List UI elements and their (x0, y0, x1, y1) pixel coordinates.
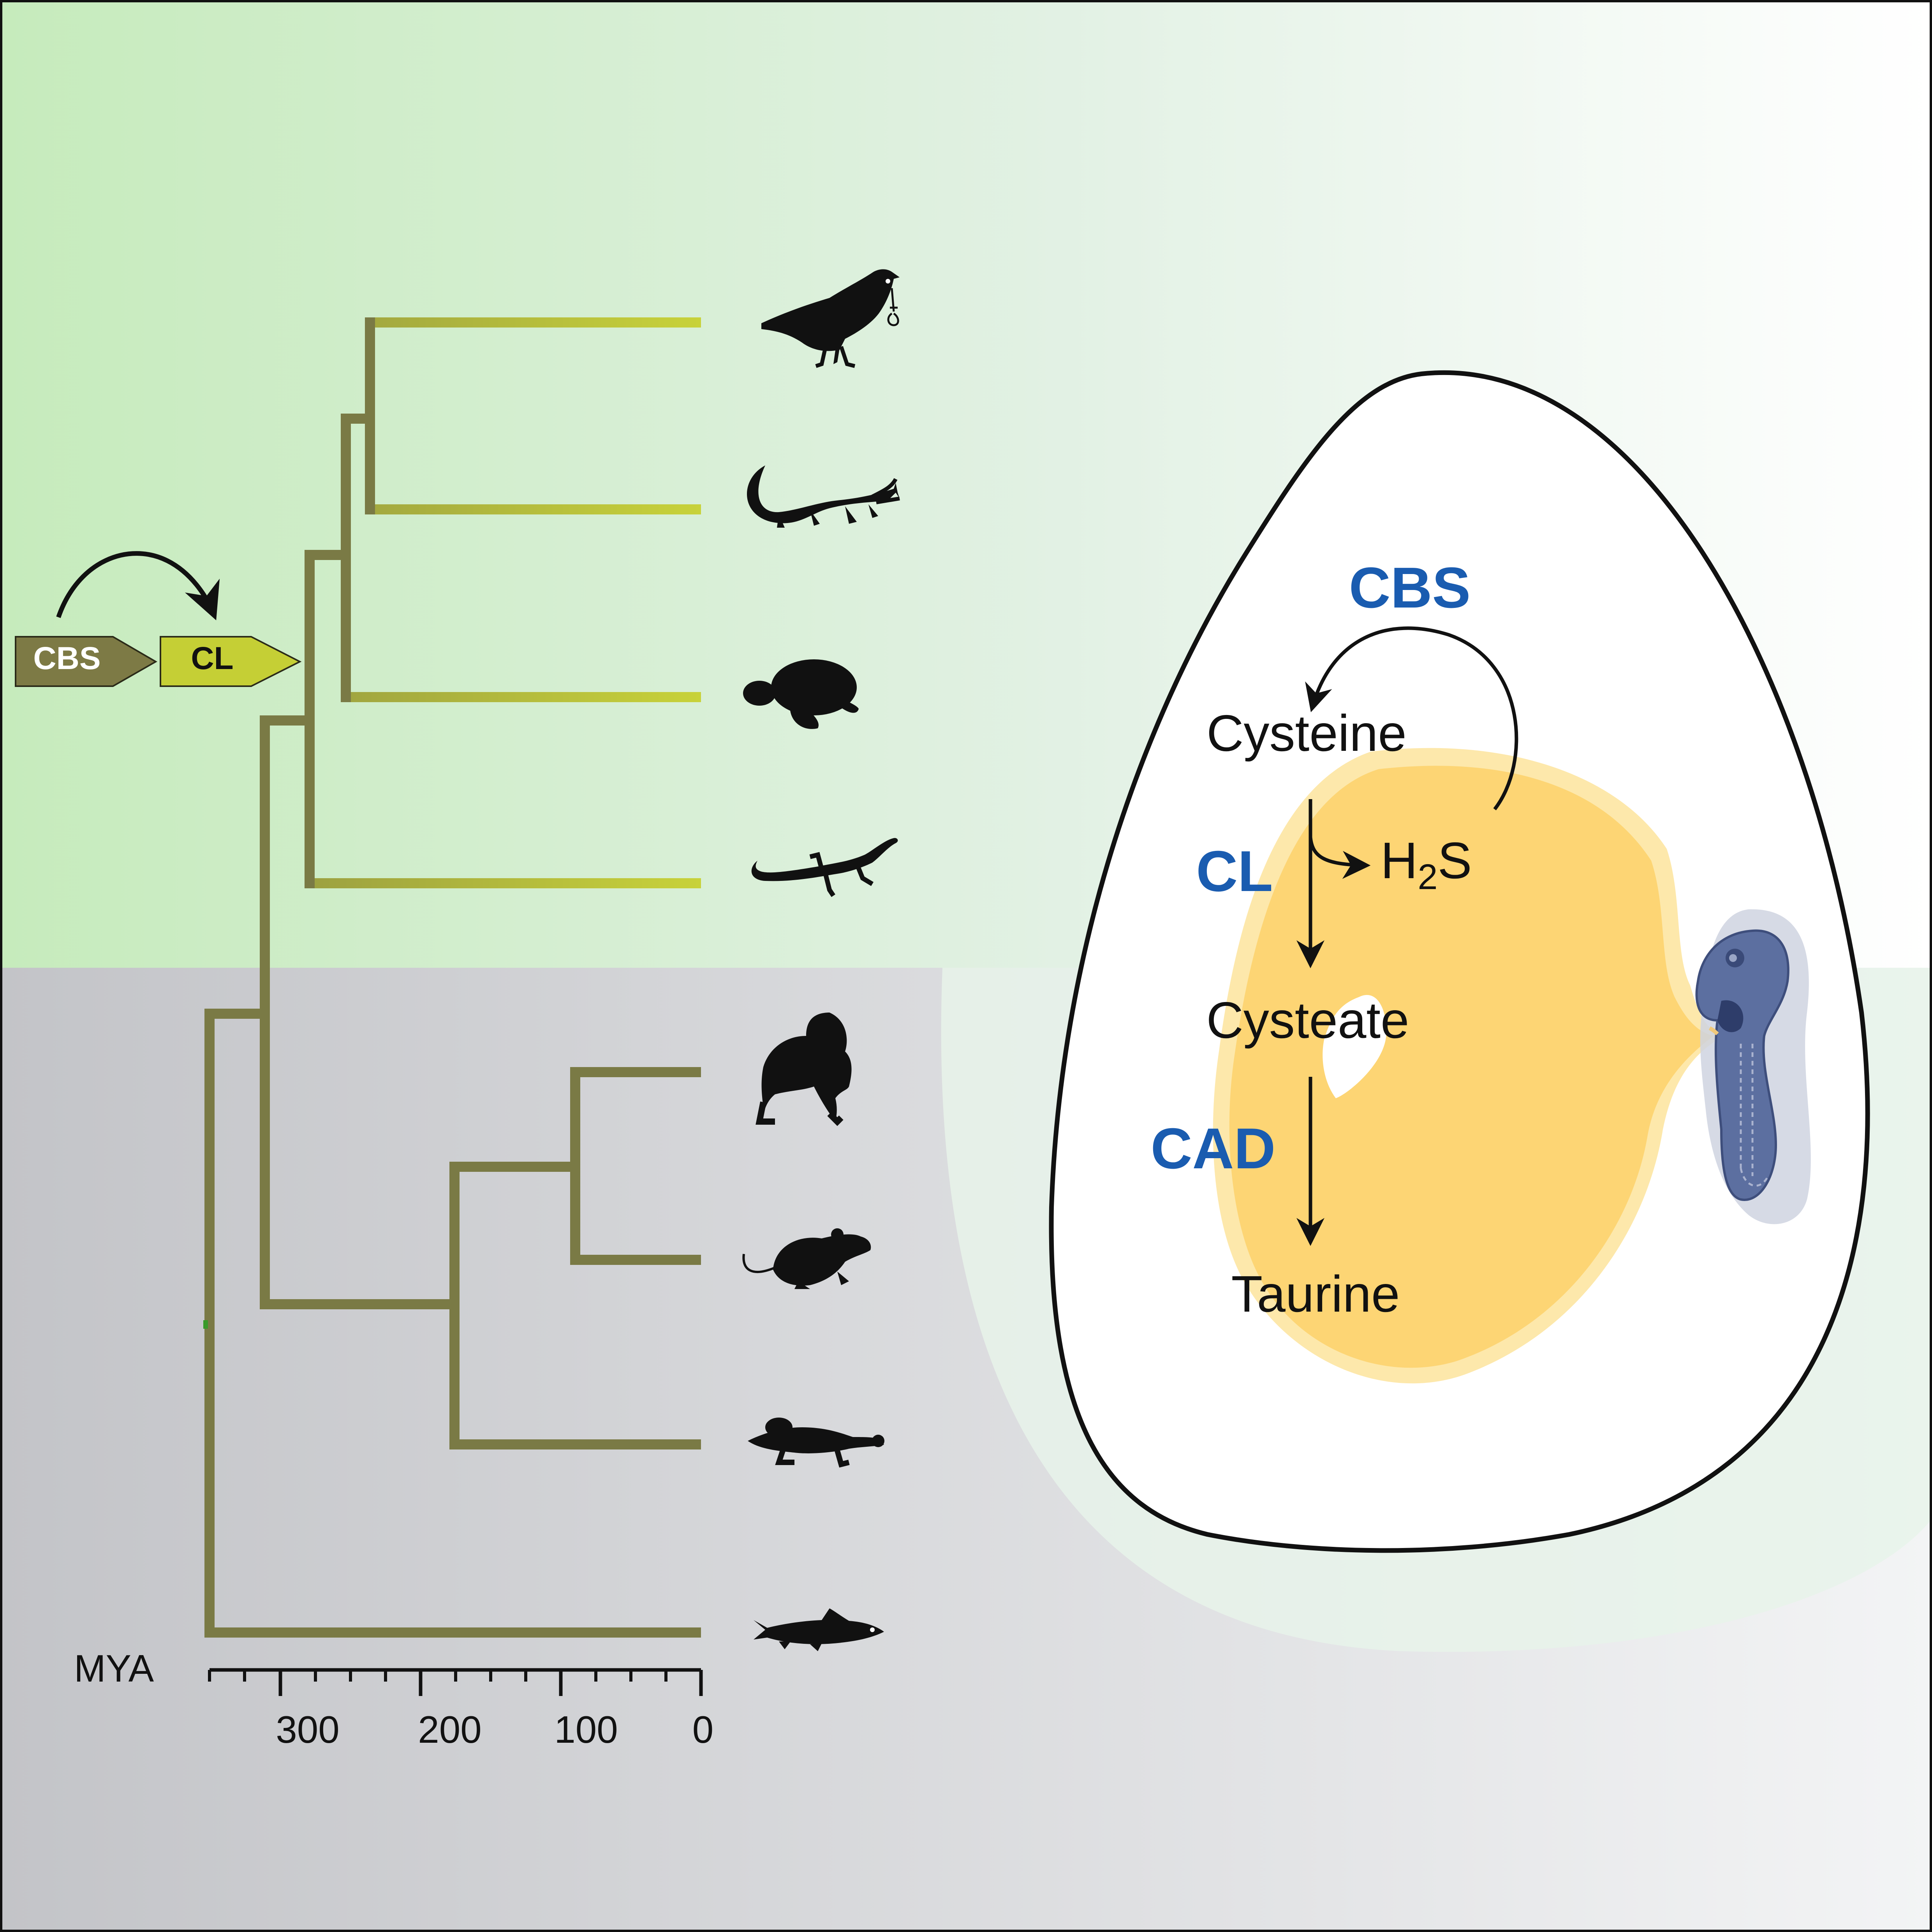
enzyme-cbs-label: CBS (1349, 556, 1471, 620)
arrow-h2s-release (1309, 837, 1371, 879)
root-marker (203, 1320, 208, 1329)
cbs-cycle-arrow (1305, 626, 1518, 810)
enzyme-cl-label: CL (1196, 839, 1273, 903)
embryo-icon (1695, 909, 1811, 1224)
cysteine-label: Cysteine (1206, 704, 1407, 762)
tick-label-300: 300 (276, 1708, 340, 1751)
time-axis (208, 1668, 703, 1696)
taurine-pathway: CBS Cysteine CL H2S Cysteate CAD Taurine (1151, 556, 1518, 1323)
taurine-label: Taurine (1231, 1265, 1400, 1323)
lizard-icon (751, 838, 898, 897)
tick-label-100: 100 (554, 1708, 618, 1751)
axis-label-mya: MYA (74, 1647, 154, 1690)
tick-label-200: 200 (418, 1708, 482, 1751)
fish-icon (754, 1608, 884, 1651)
yolk-highlight (1323, 995, 1386, 1098)
enzyme-cad-label: CAD (1151, 1117, 1276, 1181)
gorilla-icon (756, 1013, 852, 1126)
crow-icon (761, 269, 900, 368)
cluster-transfer-arrow (56, 551, 220, 620)
tick-label-0: 0 (692, 1708, 714, 1751)
h2s-label: H2S (1381, 832, 1472, 897)
cysteate-label: Cysteate (1206, 992, 1409, 1049)
crocodile-icon (747, 465, 900, 528)
taxon-silhouettes (742, 269, 900, 1651)
cbs-gene-box (15, 636, 158, 687)
cbs-gene-label: CBS (33, 641, 100, 676)
yolk (1229, 766, 1714, 1368)
egg (1049, 370, 1870, 1553)
cl-gene-label: CL (191, 641, 233, 676)
platypus-icon (748, 1418, 884, 1468)
cl-gene-box (160, 636, 302, 687)
rat-icon (742, 1228, 871, 1289)
phylogenetic-tree (203, 317, 701, 1638)
turtle-icon (743, 659, 859, 729)
gene-cluster: CBS CL (15, 551, 302, 687)
